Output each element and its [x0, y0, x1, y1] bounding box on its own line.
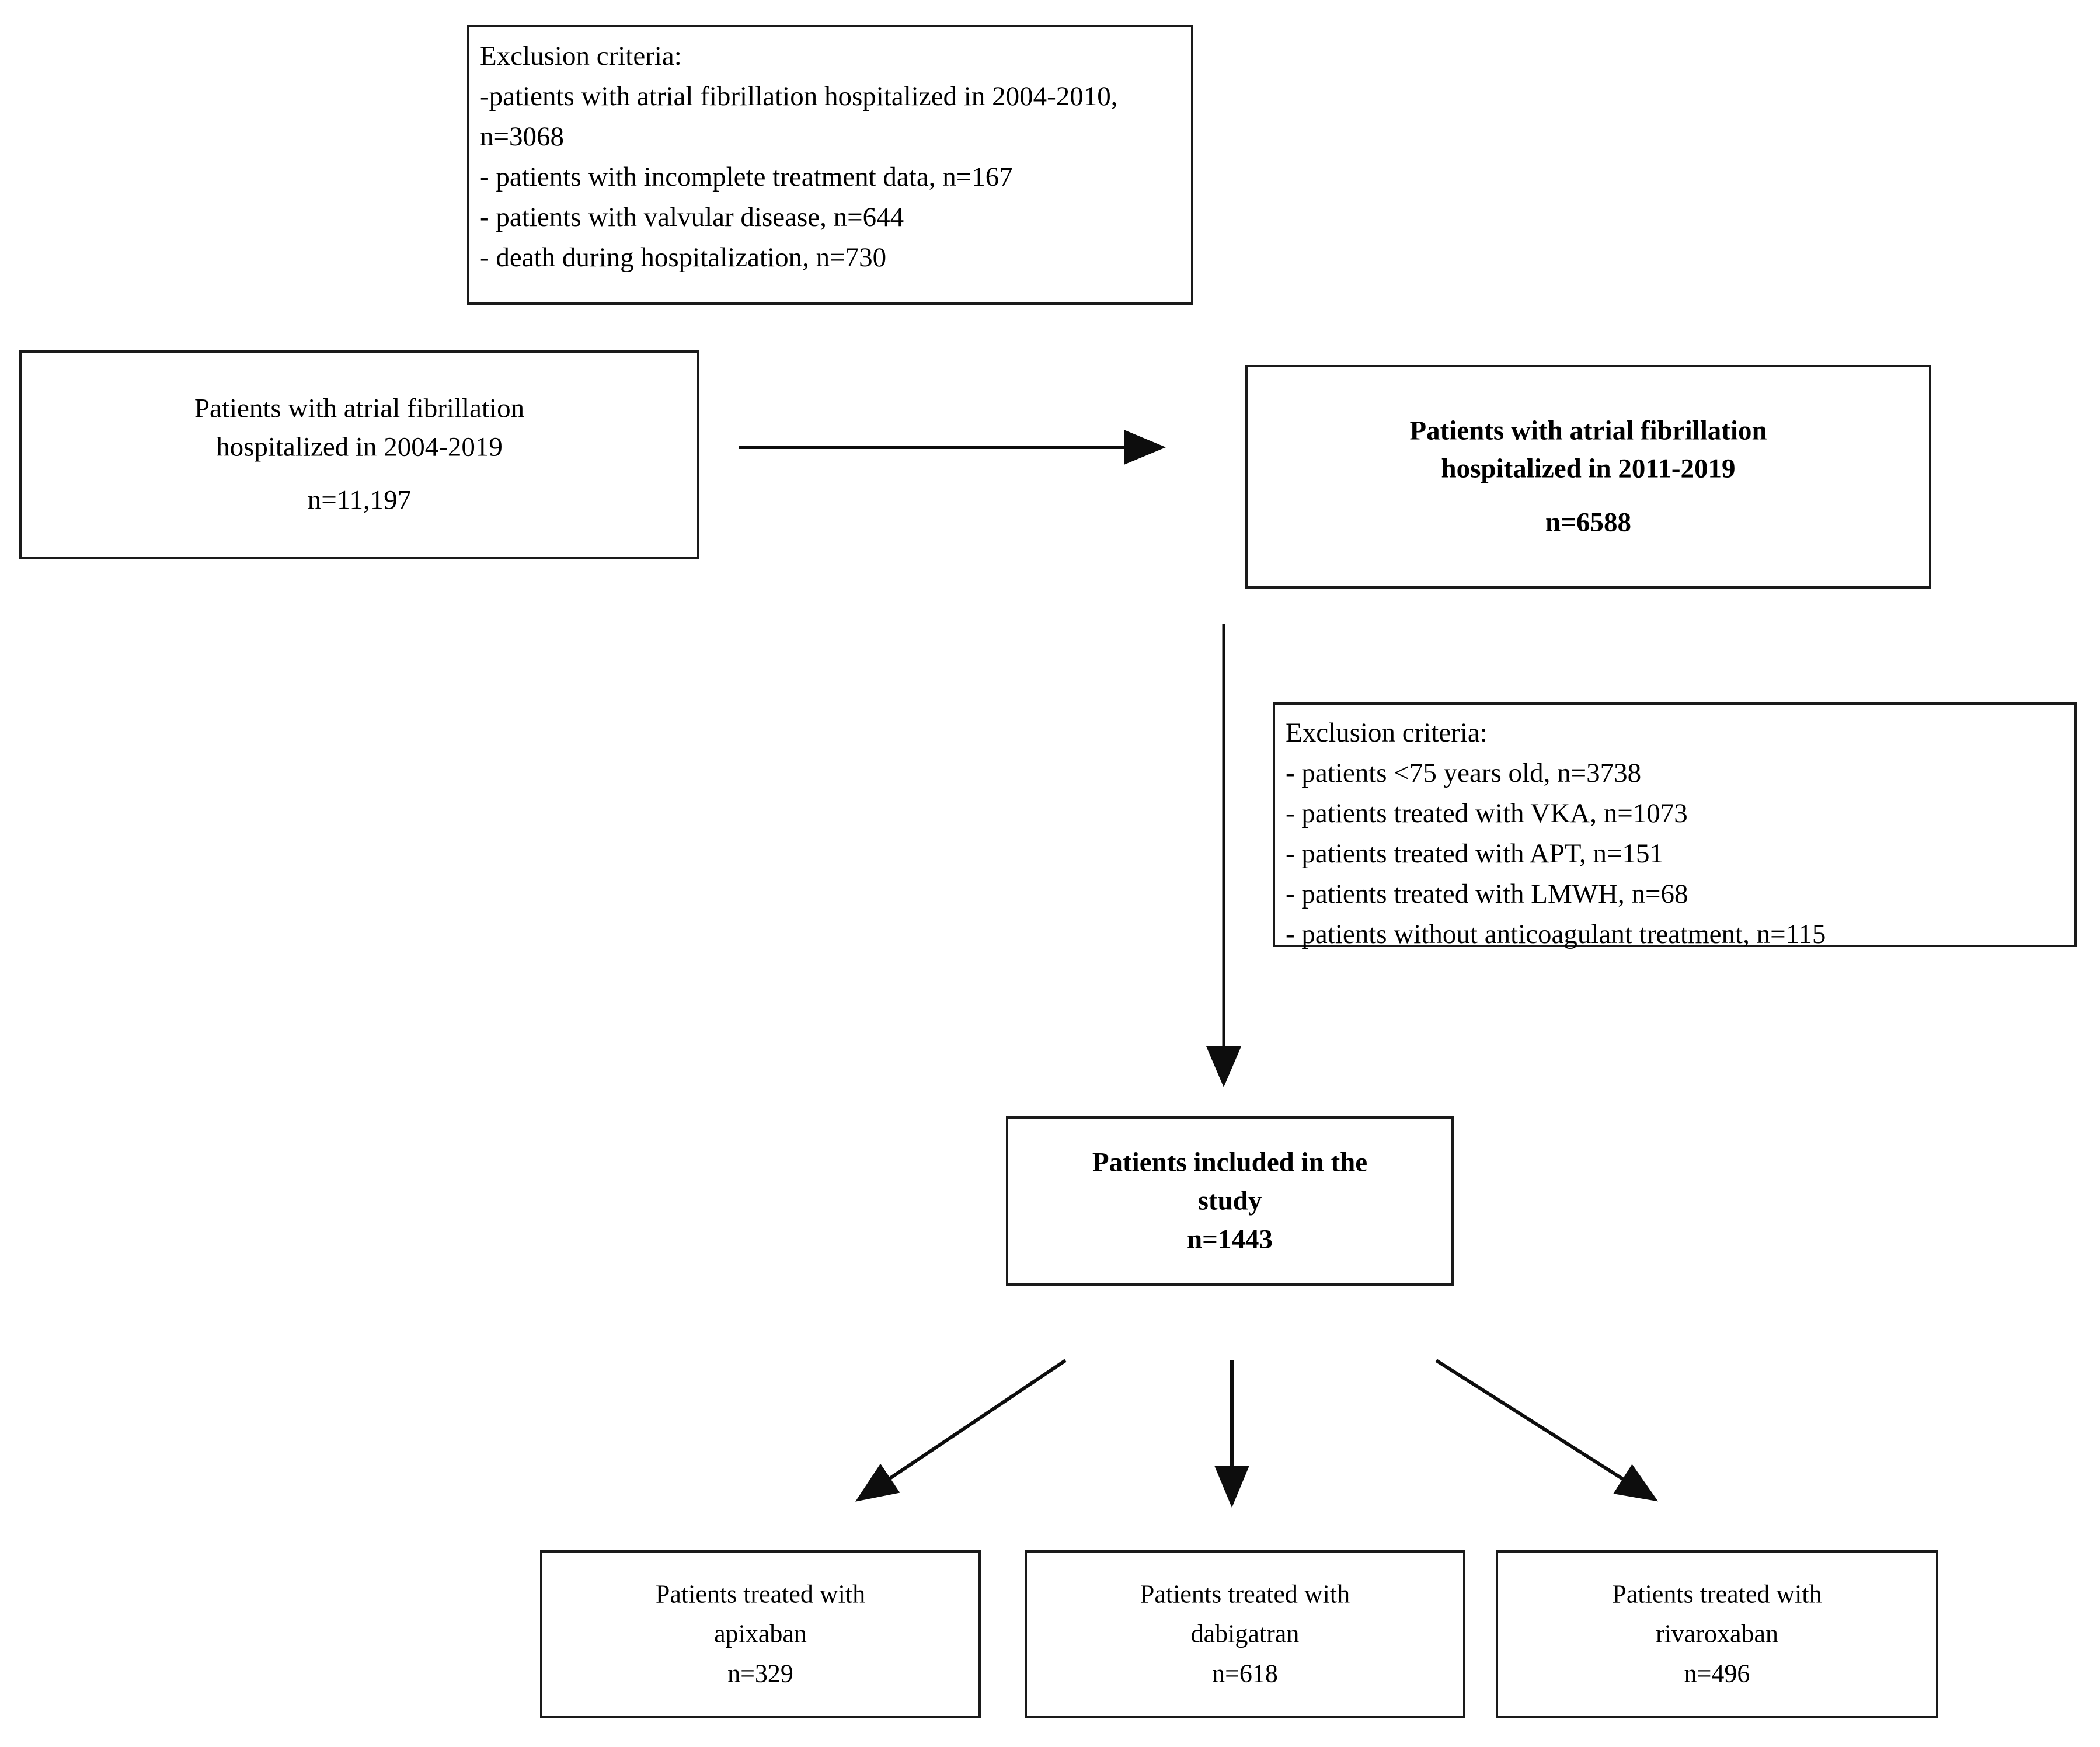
exclusion-stage2-item-3: - patients treated with APT, n=151	[1286, 838, 1663, 869]
node-box-included-in-study: Patients included in the study n=1443	[1006, 1116, 1454, 1286]
cohort-2011-line2: hospitalized in 2011-2019	[1441, 453, 1736, 484]
node-box-rivaroxaban: Patients treated with rivaroxaban n=496	[1496, 1550, 1938, 1718]
dabigatran-line1: Patients treated with	[1140, 1579, 1350, 1609]
apixaban-line2: apixaban	[714, 1619, 807, 1648]
exclusion-stage1-item-2: - patients with incomplete treatment dat…	[480, 162, 1013, 193]
exclusion-stage2-heading: Exclusion criteria:	[1286, 718, 1488, 748]
arrow-included-to-apixaban	[855, 1359, 1067, 1502]
rivaroxaban-line1: Patients treated with	[1612, 1579, 1822, 1609]
exclusion-stage2-item-4: - patients treated with LMWH, n=68	[1286, 879, 1688, 910]
cohort-2011-count: n=6588	[1545, 507, 1631, 538]
exclusion-stage1-item-1: -patients with atrial fibrillation hospi…	[480, 81, 1118, 152]
exclusion-stage2-item-5: - patients without anticoagulant treatme…	[1286, 919, 1826, 950]
node-box-dabigatran: Patients treated with dabigatran n=618	[1025, 1550, 1465, 1718]
arrow-included-to-rivaroxaban	[1435, 1359, 1659, 1502]
all-patients-line2: hospitalized in 2004-2019	[216, 431, 503, 462]
included-line2: study	[1197, 1185, 1262, 1216]
rivaroxaban-count: n=496	[1684, 1659, 1750, 1689]
included-count: n=1443	[1187, 1223, 1273, 1254]
cohort-2011-line1: Patients with atrial fibrillation	[1409, 415, 1767, 446]
node-box-cohort-2011-2019: Patients with atrial fibrillation hospit…	[1245, 365, 1931, 589]
exclusion-stage2-item-2: - patients treated with VKA, n=1073	[1286, 798, 1688, 829]
node-box-apixaban: Patients treated with apixaban n=329	[540, 1550, 981, 1718]
dabigatran-count: n=618	[1212, 1659, 1278, 1689]
all-patients-count: n=11,197	[307, 485, 412, 516]
apixaban-line1: Patients treated with	[655, 1579, 866, 1609]
exclusion-stage1-heading: Exclusion criteria:	[480, 41, 682, 71]
exclusion-criteria-box-stage2: Exclusion criteria: - patients <75 years…	[1273, 702, 2077, 949]
included-line1: Patients included in the	[1092, 1147, 1368, 1178]
dabigatran-line2: dabigatran	[1190, 1619, 1300, 1648]
exclusion-stage1-item-4: - death during hospitalization, n=730	[480, 242, 887, 273]
exclusion-stage1-item-3: - patients with valvular disease, n=644	[480, 202, 904, 233]
apixaban-count: n=329	[727, 1659, 793, 1689]
rivaroxaban-line2: rivaroxaban	[1655, 1619, 1779, 1648]
exclusion-criteria-box-stage1: Exclusion criteria: -patients with atria…	[467, 25, 1193, 305]
node-box-all-patients: Patients with atrial fibrillation hospit…	[19, 350, 699, 559]
all-patients-line1: Patients with atrial fibrillation	[194, 393, 525, 424]
exclusion-stage2-item-1: - patients <75 years old, n=3738	[1286, 758, 1642, 789]
